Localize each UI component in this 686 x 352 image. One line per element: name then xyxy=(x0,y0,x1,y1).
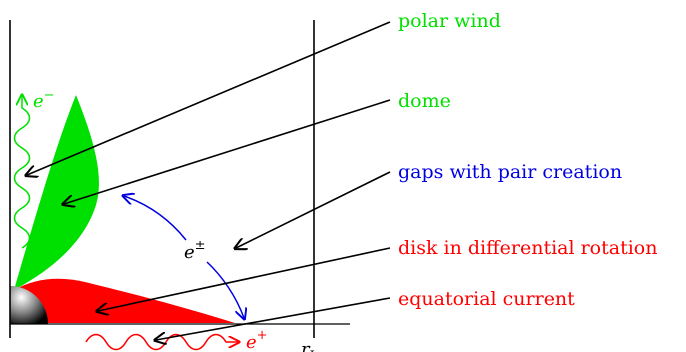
equatorial-current-pointer xyxy=(156,297,391,340)
polar-wind-pointer xyxy=(27,21,391,175)
light-cylinder-label: rL xyxy=(301,339,319,352)
electron-label: e− xyxy=(33,88,55,112)
equatorial-current-label: equatorial current xyxy=(398,288,575,310)
neutron-star xyxy=(10,286,48,324)
pair-arrow-lower xyxy=(206,261,244,318)
gaps-pointer xyxy=(236,171,391,248)
gaps-label: gaps with pair creation xyxy=(398,161,622,183)
electron-wave-arrow xyxy=(13,96,31,249)
disk-region xyxy=(14,278,235,323)
positron-label: e+ xyxy=(246,328,268,352)
dome-pointer xyxy=(64,99,391,204)
disk-pointer xyxy=(98,247,391,311)
dome-label: dome xyxy=(398,90,451,112)
pair-arrow-upper xyxy=(124,196,187,241)
polar-wind-label: polar wind xyxy=(398,10,501,32)
dome-region xyxy=(14,95,99,290)
pair-label: e± xyxy=(184,238,206,263)
disk-label: disk in differential rotation xyxy=(398,237,657,259)
positron-wave-arrow xyxy=(85,333,238,351)
